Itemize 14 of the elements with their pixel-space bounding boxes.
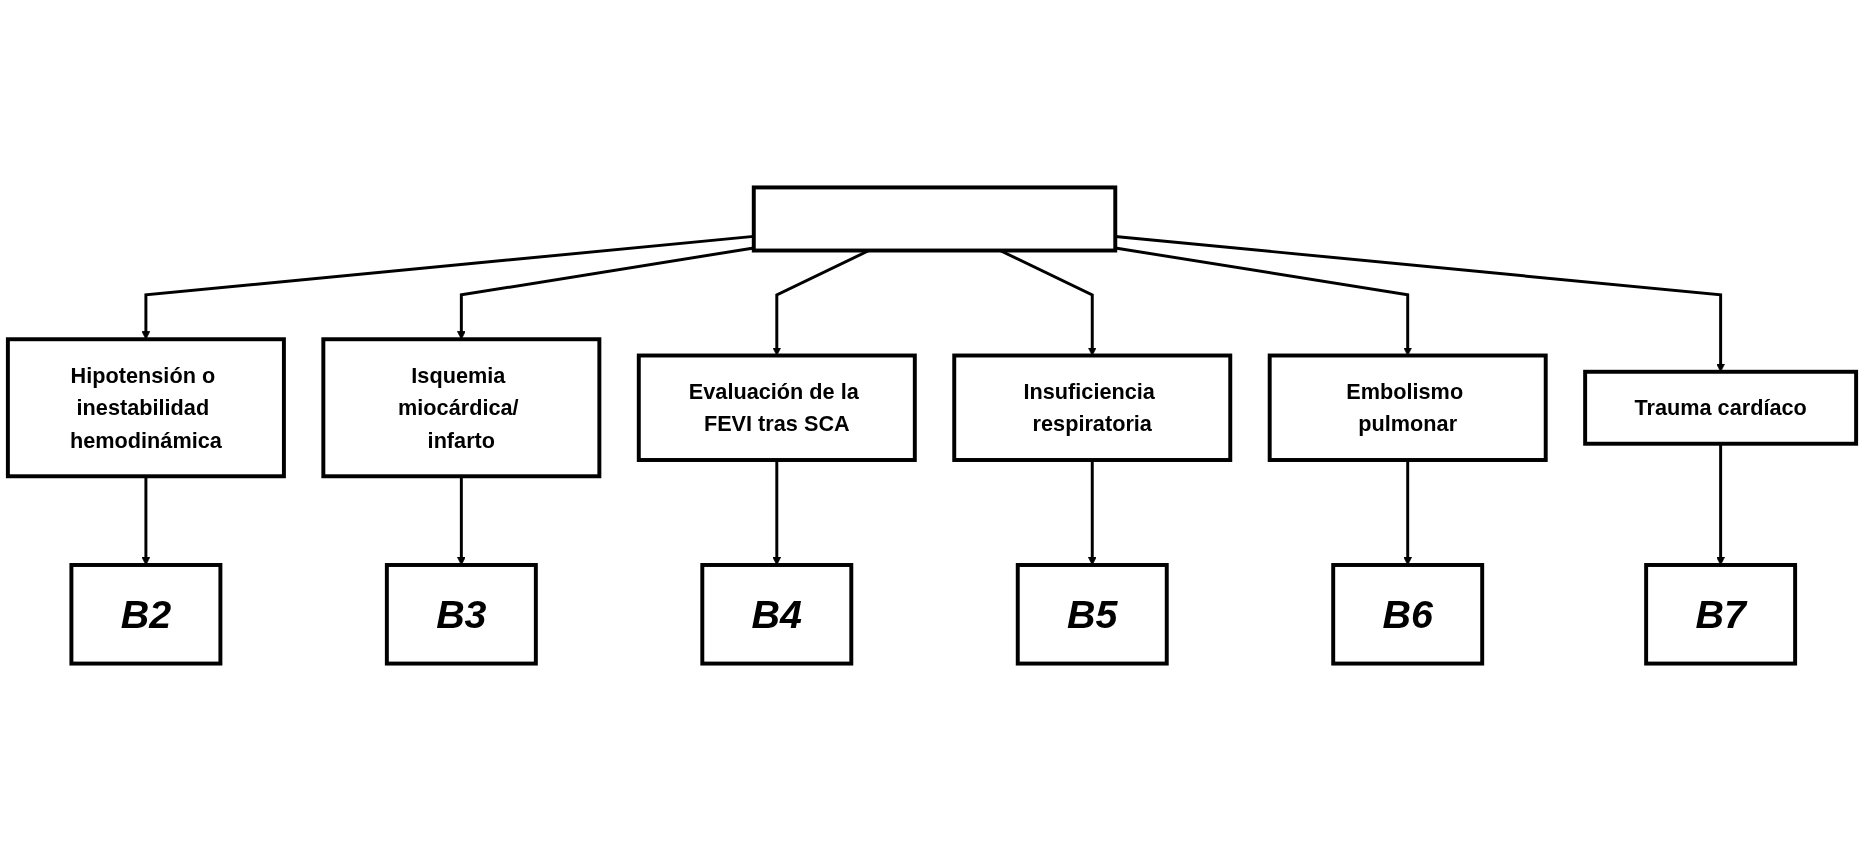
node-box: Evaluación de la FEVI tras SCA [636, 353, 917, 462]
node-box: Embolismo pulmonar [1267, 353, 1548, 462]
node-box: B5 [1015, 563, 1169, 666]
node-box: Insuficiencia respiratoria [952, 353, 1233, 462]
node-box: Hipotensión o inestabilidad hemodinámica [5, 337, 286, 479]
node-box: Trauma cardíaco [1583, 369, 1859, 446]
node-box: B6 [1331, 563, 1485, 666]
arrow [1115, 246, 1413, 356]
node-box [751, 185, 1118, 253]
node-box: B7 [1644, 563, 1798, 666]
node-box: B4 [700, 563, 854, 666]
node-box: Isquemia miocárdica/ infarto [321, 337, 602, 479]
node-box: B3 [384, 563, 538, 666]
node-box: B2 [69, 563, 223, 666]
